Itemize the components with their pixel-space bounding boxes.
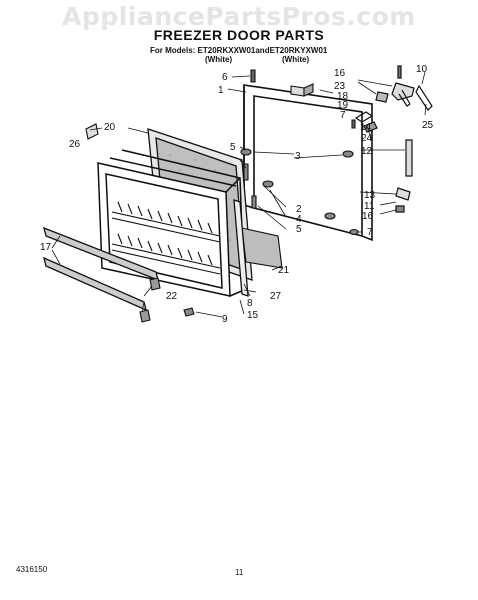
footer-page-number: 11 — [235, 568, 244, 577]
callout-10: 10 — [416, 64, 428, 75]
side-strips — [233, 199, 249, 297]
callout-25: 25 — [422, 120, 434, 131]
color-label-left: (White) — [205, 55, 233, 64]
top-hinge — [354, 65, 433, 133]
callout-20: 20 — [104, 122, 116, 133]
callout-16a: 16 — [334, 68, 346, 79]
callout-3: 3 — [295, 151, 301, 162]
callout-13: 13 — [364, 190, 376, 201]
callout-8: 8 — [247, 298, 253, 309]
callout-2: 2 — [296, 204, 302, 215]
color-label-right: (White) — [282, 55, 310, 64]
callout-7b: 7 — [367, 227, 373, 238]
callout-5b: 5 — [296, 224, 302, 235]
footer-part-number: 4316150 — [16, 565, 48, 574]
callout-1: 1 — [218, 85, 224, 96]
callout-labels: 1 2 3 4 5 5 6 7 7 8 9 10 11 12 13 14 15 … — [40, 64, 434, 325]
leader-lines — [51, 71, 427, 318]
callout-11: 11 — [364, 201, 375, 212]
end-caps — [139, 277, 161, 323]
bracket-26 — [85, 123, 99, 140]
callout-12: 12 — [361, 146, 373, 157]
callout-21: 21 — [278, 265, 290, 276]
callout-19: 19 — [337, 100, 349, 111]
hinge-lower — [395, 139, 413, 213]
callout-15: 15 — [247, 310, 259, 321]
callout-24: 24 — [361, 133, 373, 144]
door-shelves — [111, 201, 221, 275]
screws — [250, 69, 356, 129]
callout-5a: 5 — [230, 142, 236, 153]
diagram-title: FREEZER DOOR PARTS — [153, 27, 325, 43]
callout-9: 9 — [222, 314, 228, 325]
callout-17: 17 — [40, 242, 52, 253]
callout-16b: 16 — [362, 211, 374, 222]
callout-22: 22 — [166, 291, 178, 302]
callout-7a: 7 — [340, 110, 346, 121]
insulation-panel — [241, 227, 283, 269]
callout-4: 4 — [296, 214, 302, 225]
callout-23: 23 — [334, 81, 346, 92]
brackets-top — [290, 83, 314, 97]
callout-14: 14 — [360, 122, 372, 133]
watermark: AppliancePartsPros.com — [62, 2, 416, 31]
hinge-pins — [183, 148, 359, 317]
callout-26: 26 — [69, 139, 81, 150]
callout-6: 6 — [222, 72, 228, 83]
callout-18: 18 — [337, 91, 349, 102]
callout-27: 27 — [270, 291, 282, 302]
door-frame — [243, 84, 373, 242]
models-line: For Models: ET20RKXXW01andET20RKYXW01 — [150, 46, 328, 55]
